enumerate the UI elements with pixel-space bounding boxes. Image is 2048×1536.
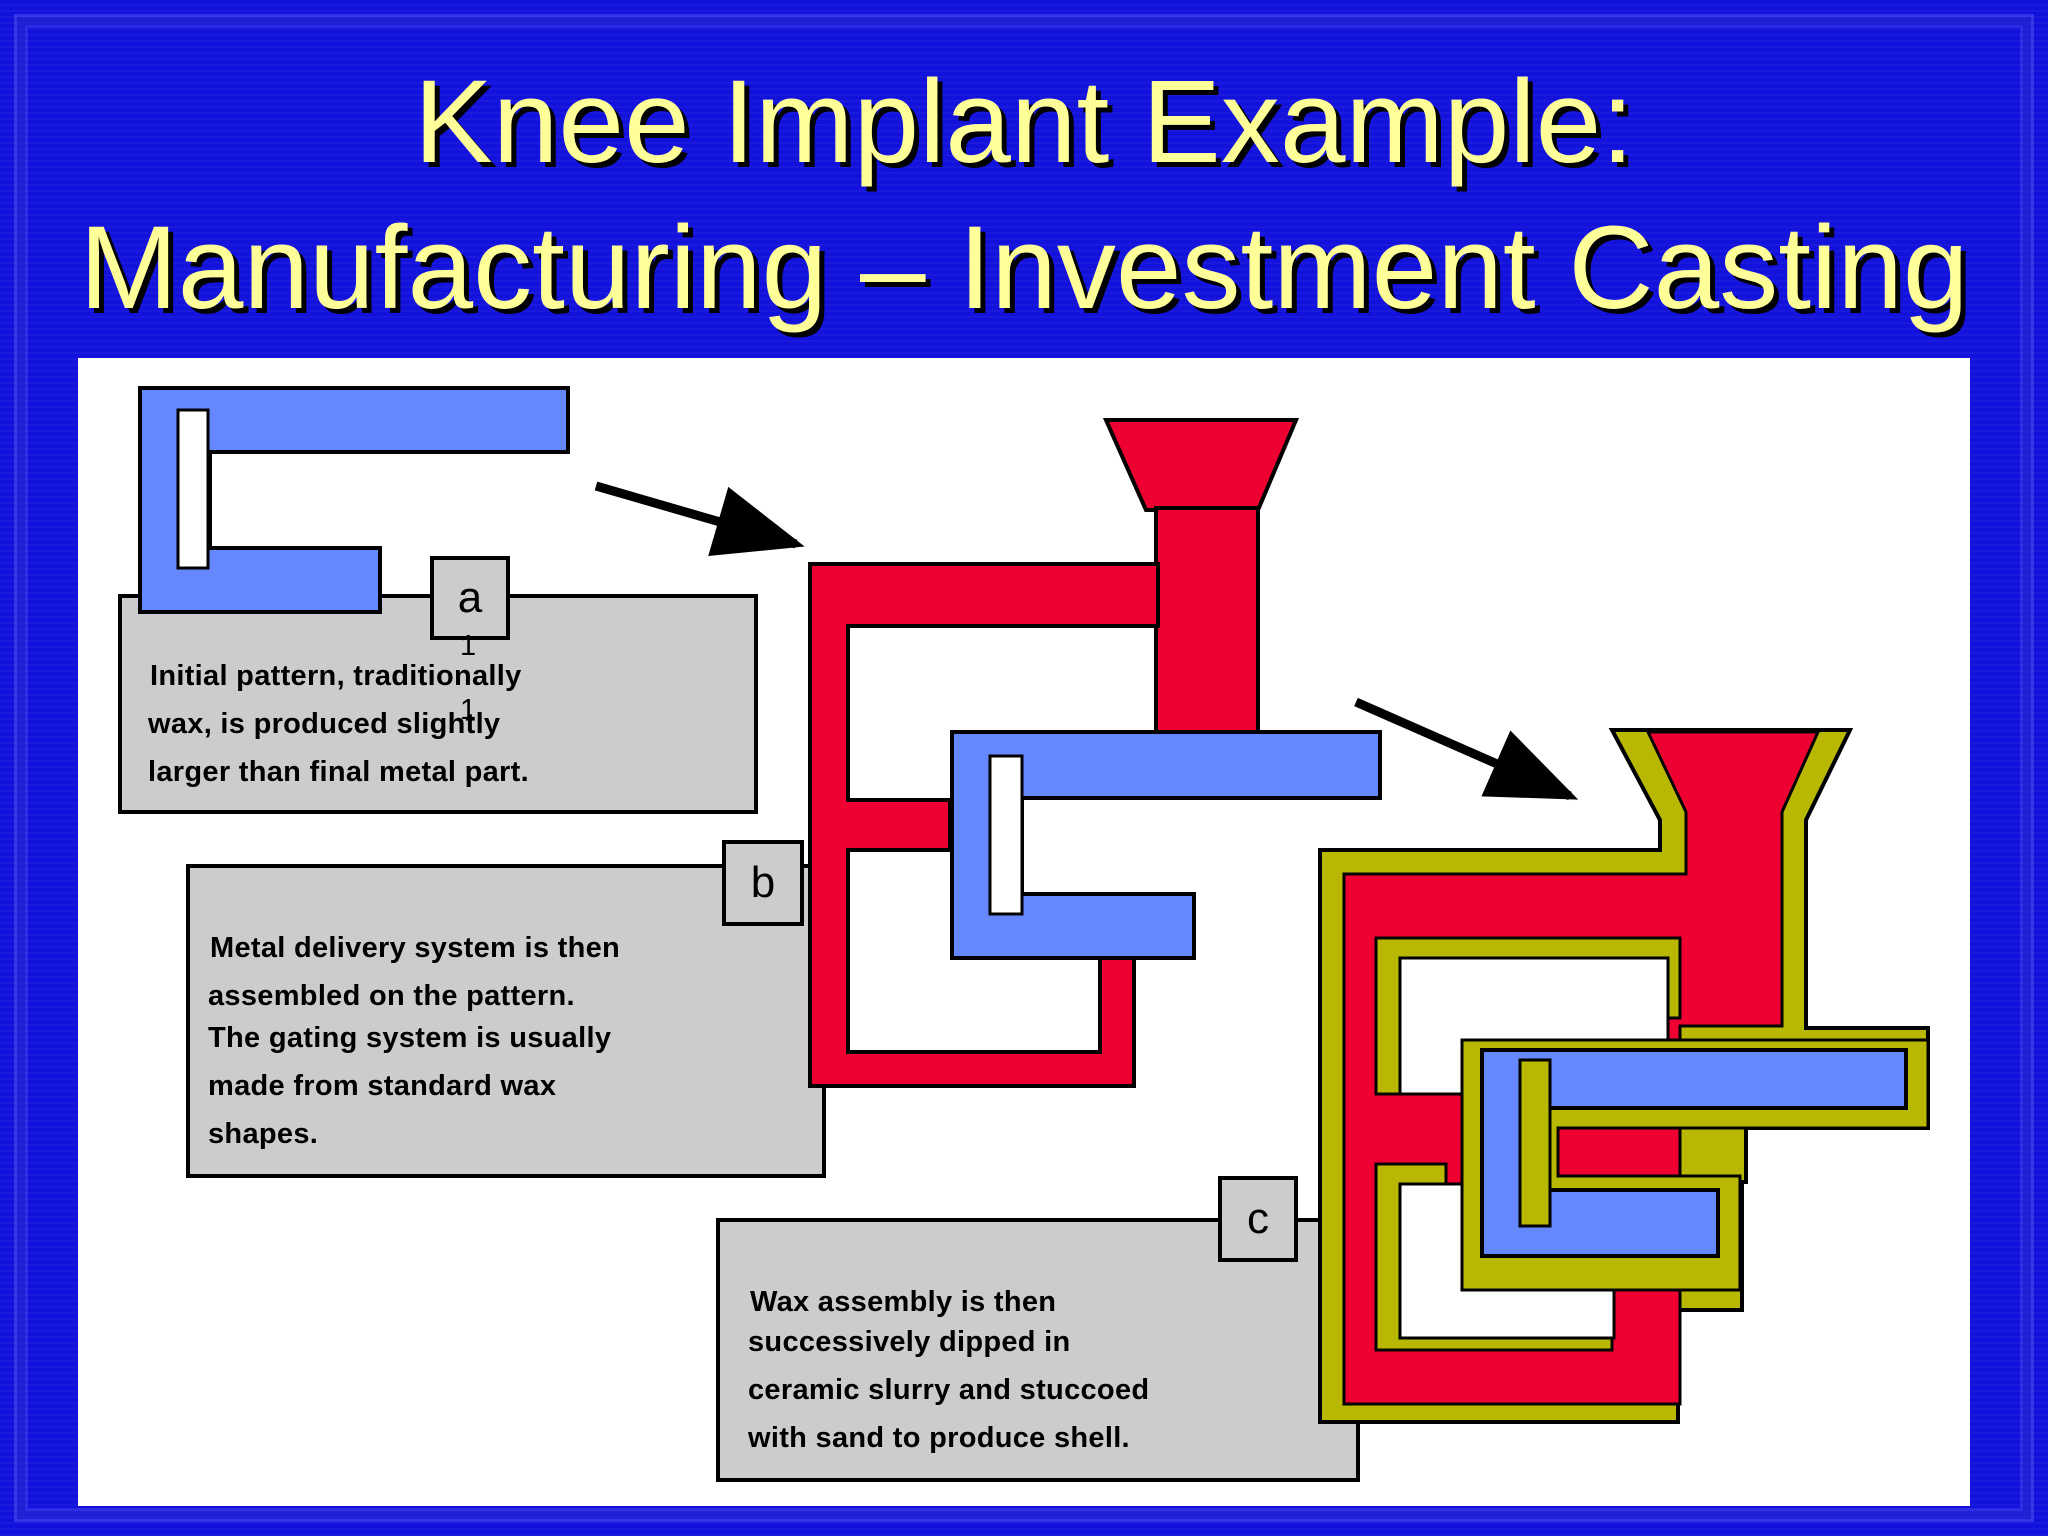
step-c-label: c bbox=[1218, 1176, 1298, 1262]
step-a-label: a bbox=[430, 556, 510, 640]
assembly-b bbox=[808, 418, 1382, 1088]
stray-mark-2: 1 bbox=[460, 694, 477, 726]
arrow-a-to-b bbox=[594, 481, 805, 557]
step-b-caption-box bbox=[186, 864, 826, 1178]
step-b-caption-line-3: The gating system is usually bbox=[208, 1022, 612, 1054]
step-c-caption-box bbox=[716, 1218, 1360, 1482]
shell-c bbox=[1318, 728, 1930, 1424]
arrow-b-to-c bbox=[1354, 697, 1579, 801]
step-c-caption-line-4: with sand to produce shell. bbox=[748, 1422, 1130, 1454]
step-a-caption-line-2: wax, is produced slightly bbox=[148, 708, 501, 740]
wax-pattern-a bbox=[138, 386, 570, 614]
slide-title-line-1: Knee Implant Example: bbox=[414, 56, 1634, 188]
step-a-caption-line-3: larger than final metal part. bbox=[148, 756, 529, 788]
step-b-caption-line-4: made from standard wax bbox=[208, 1070, 557, 1102]
step-b-label: b bbox=[722, 840, 804, 926]
step-b-caption-line-5: shapes. bbox=[208, 1118, 319, 1150]
stray-mark-1: 1 bbox=[460, 630, 477, 662]
step-b-caption-line-2: assembled on the pattern. bbox=[208, 980, 575, 1012]
slide-title-line-2: Manufacturing – Investment Casting bbox=[79, 202, 1969, 334]
step-a-caption-line-1: Initial pattern, traditionally bbox=[150, 660, 522, 692]
step-c-caption-line-3: ceramic slurry and stuccoed bbox=[748, 1374, 1150, 1406]
step-c-caption-line-2: successively dipped in bbox=[748, 1326, 1071, 1358]
slide-frame bbox=[14, 14, 2034, 1522]
step-b-caption-line-1: Metal delivery system is then bbox=[210, 932, 621, 964]
step-c-caption-line-1: Wax assembly is then bbox=[750, 1286, 1057, 1318]
